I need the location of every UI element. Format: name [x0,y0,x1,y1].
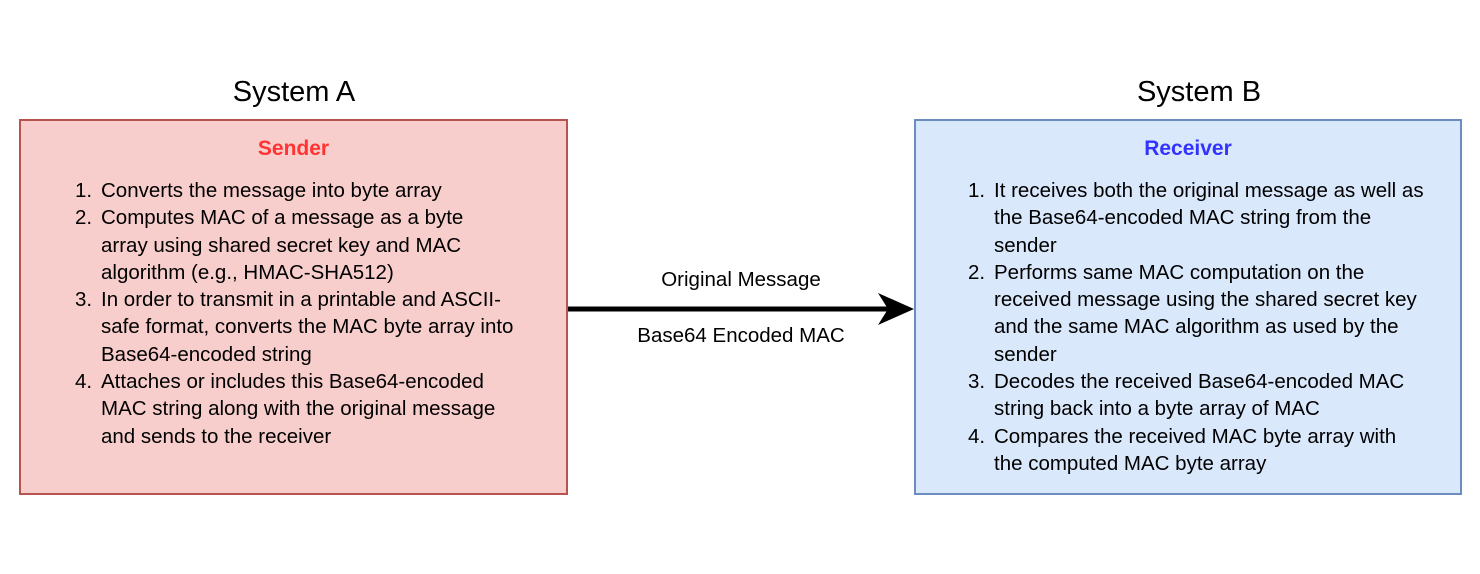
step-text: Attaches or includes this Base64-encoded… [101,370,496,448]
receiver-step: 4. Compares the received MAC byte array w… [968,423,1428,478]
step-number: 2. [968,260,986,284]
system-b-title: System B [1136,76,1262,108]
receiver-step: 2. Performs same MAC computation on the r… [968,259,1428,368]
step-text: Performs same MAC computation on the rec… [994,260,1417,366]
sender-heading: Sender [257,137,330,160]
system-a-title: System A [232,76,356,108]
step-text: It receives both the original message as… [994,179,1424,257]
step-number: 3. [968,370,986,394]
sender-step: 1. Converts the message into byte array [75,177,515,204]
sender-steps: 1. Converts the message into byte array 2… [75,177,515,450]
arrow-label-encoded-mac: Base64 Encoded MAC [637,324,845,347]
step-number: 4. [968,424,986,448]
step-number: 3. [75,288,93,312]
step-number: 1. [75,179,93,202]
step-text: Converts the message into byte array [101,179,442,202]
receiver-heading: Receiver [1144,137,1232,160]
step-number: 4. [75,370,93,394]
receiver-steps: 1. It receives both the original message … [968,177,1428,477]
step-text: Computes MAC of a message as a byte arra… [101,206,464,284]
receiver-step: 3. Decodes the received Base64-encoded MA… [968,368,1428,423]
sender-box: Sender 1. Converts the message into byte … [19,119,568,495]
sender-step: 2. Computes MAC of a message as a byte ar… [75,204,515,286]
step-number: 2. [75,206,93,230]
sender-step: 3. In order to transmit in a printable an… [75,286,515,368]
step-text: In order to transmit in a printable and … [101,288,514,366]
receiver-box: Receiver 1. It receives both the original… [914,119,1462,495]
message-flow-arrow [568,293,914,325]
step-text: Decodes the received Base64-encoded MAC … [994,370,1405,421]
step-number: 1. [968,179,986,202]
receiver-step: 1. It receives both the original message … [968,177,1428,259]
arrow-head-icon [878,293,914,325]
arrow-label-original-message: Original Message [661,268,821,291]
sender-step: 4. Attaches or includes this Base64-encod… [75,368,515,450]
step-text: Compares the received MAC byte array wit… [994,424,1397,475]
